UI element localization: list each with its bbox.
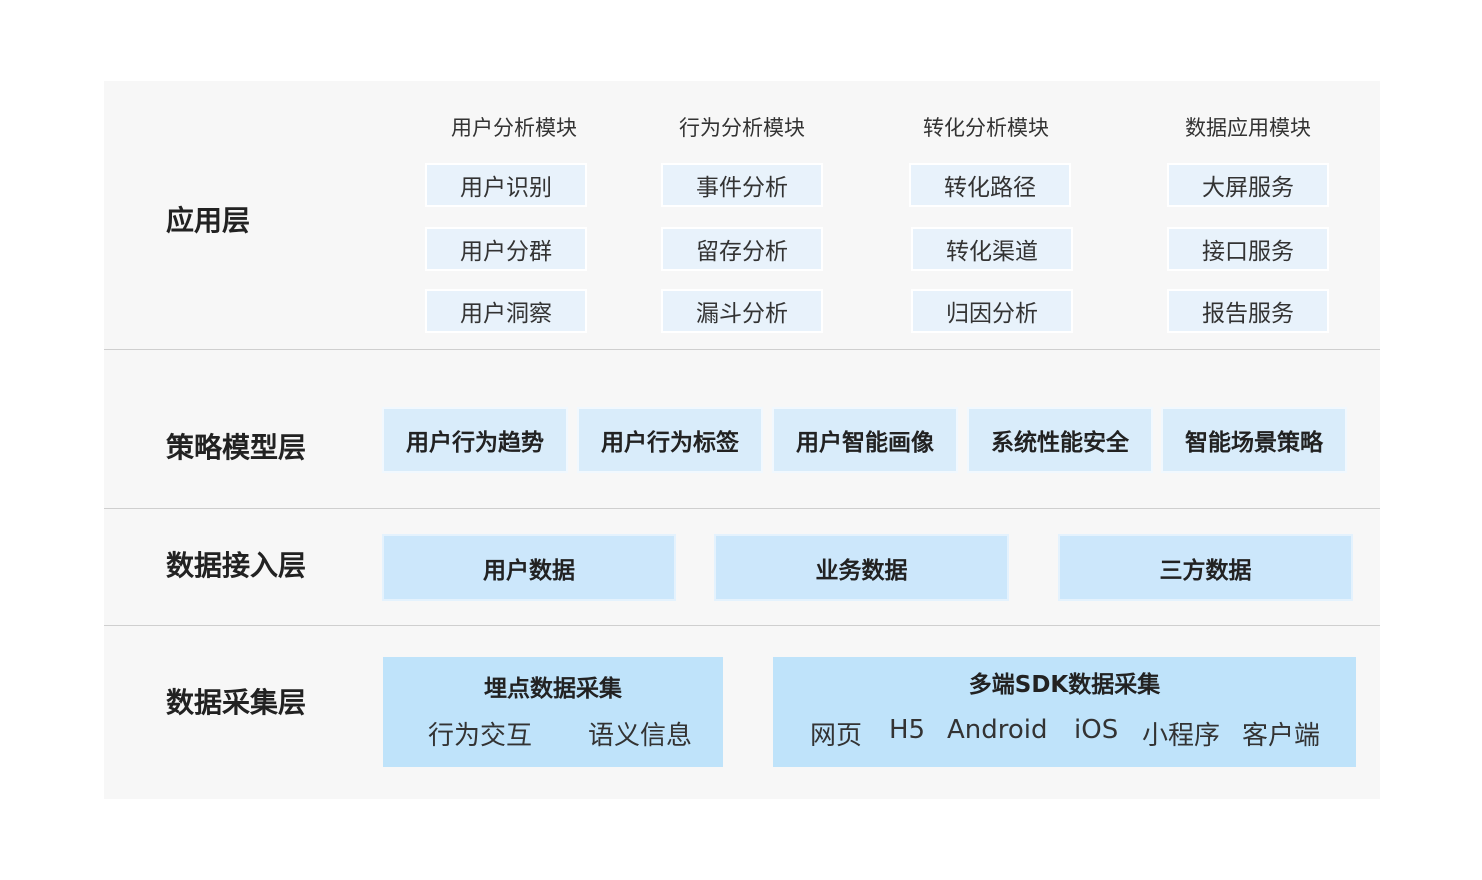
layer-label-access: 数据接入层: [166, 549, 307, 582]
module-item: 转化路径: [909, 163, 1071, 207]
collection-group-tracking: 埋点数据采集 行为交互 语义信息: [383, 657, 723, 767]
module-item: 大屏服务: [1167, 163, 1329, 207]
module-item: 用户洞察: [425, 289, 587, 333]
strategy-item: 用户智能画像: [772, 407, 958, 473]
module-item: 用户识别: [425, 163, 587, 207]
layer-divider: [104, 349, 1380, 350]
collection-item: iOS: [1074, 715, 1119, 745]
access-item-user-data: 用户数据: [382, 534, 676, 601]
collection-group-sdk: 多端SDK数据采集 网页 H5 Android iOS 小程序 客户端: [773, 657, 1356, 767]
module-item: 漏斗分析: [661, 289, 823, 333]
architecture-diagram: 应用层 用户分析模块 用户识别 用户分群 用户洞察 行为分析模块 事件分析 留存…: [104, 81, 1380, 799]
collection-item: 语义信息: [588, 721, 693, 751]
strategy-item: 用户行为标签: [577, 407, 763, 473]
module-item: 留存分析: [661, 227, 823, 271]
layer-divider: [104, 508, 1380, 509]
module-item: 转化渠道: [911, 227, 1073, 271]
strategy-item: 系统性能安全: [967, 407, 1153, 473]
collection-item: 客户端: [1242, 721, 1321, 751]
module-item: 归因分析: [911, 289, 1073, 333]
layer-label-collection: 数据采集层: [166, 686, 307, 719]
collection-item: H5: [889, 715, 926, 745]
layer-divider: [104, 625, 1380, 626]
module-item: 用户分群: [425, 227, 587, 271]
strategy-item: 用户行为趋势: [382, 407, 568, 473]
access-item-third-party-data: 三方数据: [1058, 534, 1353, 601]
module-title: 数据应用模块: [1185, 116, 1311, 140]
access-item-business-data: 业务数据: [714, 534, 1009, 601]
collection-item: Android: [947, 715, 1048, 745]
module-item: 事件分析: [661, 163, 823, 207]
collection-group-title: 埋点数据采集: [484, 676, 622, 702]
collection-group-title: 多端SDK数据采集: [968, 672, 1161, 698]
module-item: 接口服务: [1167, 227, 1329, 271]
collection-item: 小程序: [1142, 721, 1221, 751]
layer-label-application: 应用层: [166, 204, 251, 237]
collection-item: 行为交互: [428, 721, 533, 751]
collection-item: 网页: [810, 721, 863, 751]
module-title: 行为分析模块: [679, 116, 805, 140]
layer-label-strategy: 策略模型层: [166, 431, 307, 464]
strategy-item: 智能场景策略: [1161, 407, 1347, 473]
module-title: 用户分析模块: [451, 116, 577, 140]
module-item: 报告服务: [1167, 289, 1329, 333]
module-title: 转化分析模块: [923, 116, 1049, 140]
